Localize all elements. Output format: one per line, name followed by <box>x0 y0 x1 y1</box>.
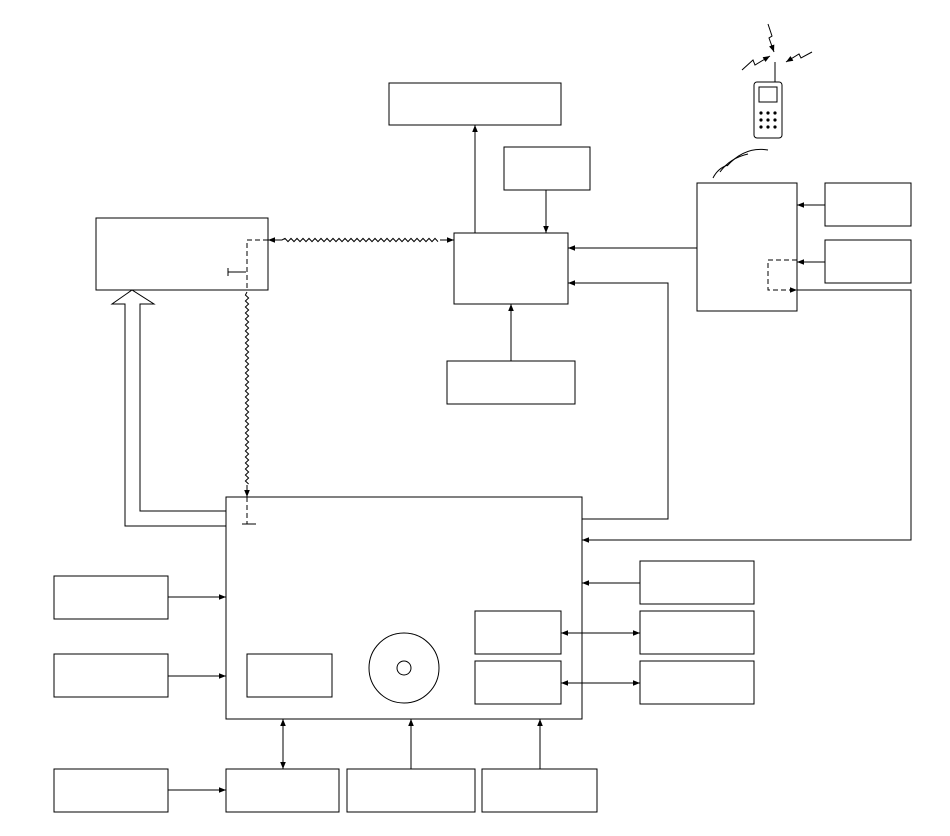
box-bottom-left-input <box>53 768 169 813</box>
wavy-link-horizontal <box>281 237 439 243</box>
box-right-io-1 <box>639 610 755 655</box>
box-left-display <box>95 217 269 291</box>
disc-icon <box>368 632 440 704</box>
box-right-io-2 <box>639 660 755 705</box>
box-wireless-input-2 <box>824 239 912 284</box>
wireless-internal-dashed <box>767 259 797 293</box>
box-top-input <box>503 146 591 191</box>
arrow-wireless-to-main <box>582 289 912 543</box>
box-top-output <box>388 82 562 126</box>
box-wireless-unit <box>696 182 798 312</box>
box-main-inner-right-1 <box>474 610 562 655</box>
box-right-input <box>639 560 755 605</box>
wavy-link-vertical <box>244 291 250 485</box>
arrow-main-to-controller <box>568 280 669 520</box>
box-controller-input <box>446 360 576 405</box>
box-bottom-1 <box>225 768 340 813</box>
box-main-inner-left <box>246 653 333 698</box>
box-controller <box>453 232 569 305</box>
disc-hole-icon <box>396 660 412 676</box>
box-wireless-input-1 <box>824 182 912 227</box>
mobile-phone-icon <box>753 62 783 139</box>
hollow-arrow-main-to-display <box>110 289 226 527</box>
box-main-inner-right-2 <box>474 660 562 705</box>
box-left-input-2 <box>53 653 169 698</box>
box-left-input-1 <box>53 575 169 620</box>
display-internal-dashed <box>246 239 268 290</box>
signal-bolt-icon <box>741 23 813 71</box>
radio-waves-icon <box>712 148 769 179</box>
box-bottom-2 <box>346 768 476 813</box>
box-bottom-3 <box>481 768 598 813</box>
